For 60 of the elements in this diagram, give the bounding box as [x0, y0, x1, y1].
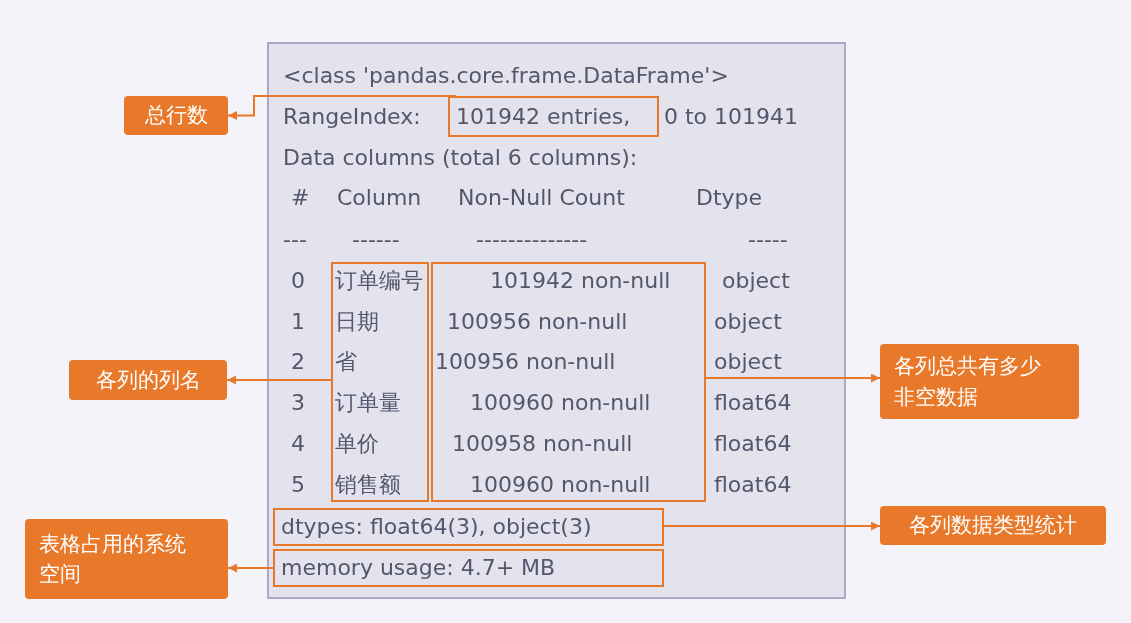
output-text: Data columns (total 6 columns): [283, 144, 638, 172]
output-text: Column [337, 184, 422, 212]
output-text: 5 [291, 471, 305, 499]
info-text: 101942 entries, [456, 102, 631, 131]
callout-box [880, 344, 1079, 419]
output-text: object [714, 308, 782, 336]
output-text: 0 [291, 267, 305, 295]
output-text: # [291, 184, 310, 212]
callout-box [25, 519, 228, 599]
non-null-count: 100960 non-null [470, 471, 651, 499]
callout-text: 各列数据类型统计 [909, 512, 1077, 539]
non-null-count: 101942 non-null [490, 267, 671, 295]
callout-text: 总行数 [144, 102, 208, 129]
callout-text: 表格占用的系统空间 [39, 530, 187, 587]
non-null-count: 100956 non-null [435, 348, 616, 376]
column-name: 销售额 [335, 471, 401, 499]
callout-box [69, 360, 227, 400]
output-text: 3 [291, 389, 305, 417]
output-text: ------ [352, 226, 400, 254]
non-null-count: 100956 non-null [447, 308, 628, 336]
output-text: --- [283, 226, 307, 254]
output-text: float64 [714, 471, 792, 499]
output-text: object [714, 348, 782, 376]
arrow [227, 563, 274, 573]
column-name: 订单编号 [335, 267, 423, 295]
output-text: <class 'pandas.core.frame.DataFrame'> [283, 62, 729, 90]
non-null-count: 100958 non-null [452, 430, 633, 458]
output-text: Non-Null Count [458, 184, 625, 212]
output-text: 2 [291, 348, 305, 376]
column-name: 订单量 [335, 389, 401, 417]
callout-box [880, 506, 1106, 545]
arrow [226, 375, 332, 385]
highlight-box [448, 96, 659, 137]
column-name: 日期 [335, 308, 379, 336]
output-text: 4 [291, 430, 305, 458]
output-text: -------------- [476, 226, 588, 254]
output-text: object [722, 267, 790, 295]
output-text: float64 [714, 430, 792, 458]
arrow [663, 521, 881, 531]
code-output-panel [267, 42, 846, 599]
info-text: dtypes: float64(3), object(3) [281, 513, 592, 541]
highlight-box [331, 262, 429, 502]
output-text: 0 to 101941 [664, 103, 799, 131]
output-text: 1 [291, 308, 305, 336]
highlight-box [273, 508, 664, 546]
output-text: Dtype [696, 184, 763, 212]
output-text: RangeIndex: [283, 103, 421, 131]
highlight-box [431, 262, 706, 502]
callout-text: 各列的列名 [95, 366, 201, 393]
column-name: 单价 [335, 430, 379, 458]
non-null-count: 100960 non-null [470, 389, 651, 417]
info-text: memory usage: 4.7+ MB [281, 554, 556, 582]
callout-box [124, 96, 228, 135]
arrow [227, 95, 457, 120]
output-text: ----- [748, 226, 788, 254]
highlight-box [273, 549, 664, 587]
arrow [705, 373, 881, 383]
callout-text: 各列总共有多少非空数据 [894, 353, 1042, 410]
column-name: 省 [335, 348, 357, 376]
output-text: float64 [714, 389, 792, 417]
